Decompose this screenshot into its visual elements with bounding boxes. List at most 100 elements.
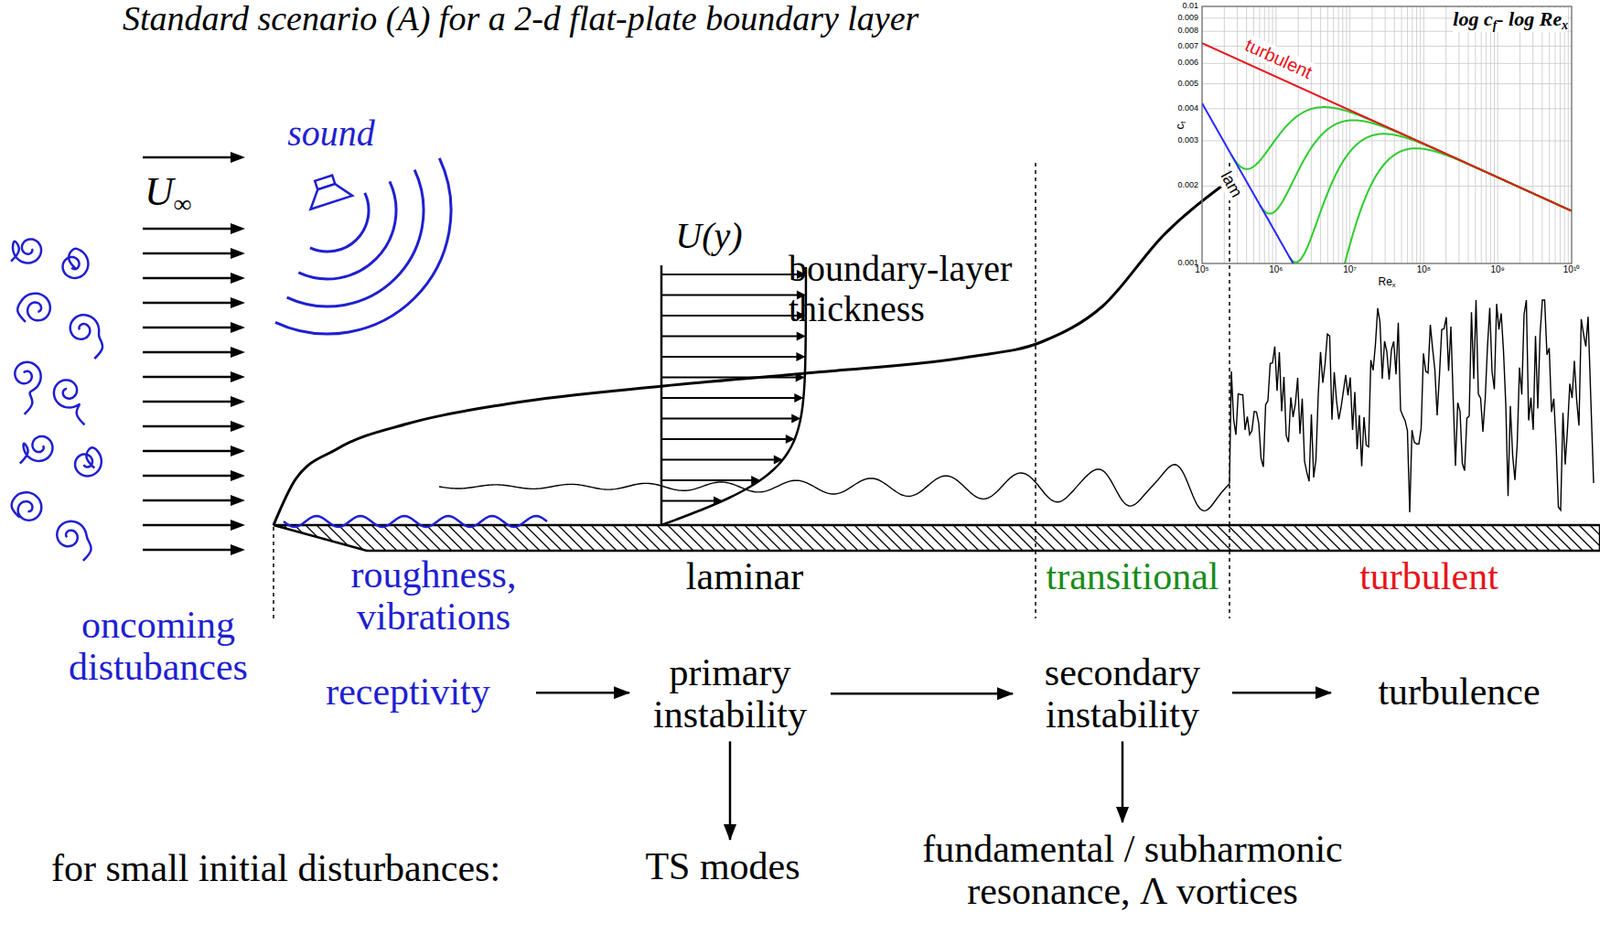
speaker-cone (305, 180, 353, 210)
profile-arrowhead (773, 455, 784, 465)
chart-grid (1202, 6, 1572, 264)
disturbance-swirl (20, 436, 54, 464)
grid-line (1445, 6, 1447, 264)
axis-title: x (1392, 280, 1396, 290)
grid-line (1349, 6, 1351, 264)
profile-label: U(y) (675, 214, 742, 257)
flow-arrowhead (230, 519, 246, 531)
grid-line (1497, 6, 1499, 264)
stage-label: primary instability (638, 651, 822, 736)
flow-arrow (142, 499, 233, 503)
grid-line (1519, 6, 1521, 264)
stage-label: receptivity (289, 670, 527, 713)
tick-label: 10⁸ (1417, 264, 1431, 275)
grid-line (1236, 6, 1238, 264)
flow-arrowhead (230, 420, 246, 432)
tick-label: 0.006 (1177, 58, 1199, 68)
grid-line (1474, 6, 1476, 264)
grid-line (1419, 6, 1421, 264)
profile-label: U(y) (675, 215, 742, 257)
roughness-label: roughness, vibrations (323, 553, 544, 638)
profile-arrowhead (785, 434, 795, 444)
tick-label: 0.005 (1177, 79, 1199, 89)
disturbance-swirl (53, 379, 86, 425)
profile-arrow (661, 418, 794, 420)
flow-arrowhead (230, 346, 246, 358)
tick-label: 10¹⁰ (1563, 264, 1580, 275)
stage-text: secondary instability (1021, 651, 1224, 736)
tick-label: 0.006 (1177, 57, 1199, 67)
profile-arrow (661, 314, 799, 317)
thickness-label: boundary-layer thickness (788, 247, 1012, 330)
grid-line (1541, 6, 1543, 264)
stage-text: fundamental / subharmonic resonance, Λ v… (903, 827, 1362, 913)
roughness-label: roughness, vibrations (351, 553, 517, 638)
disturbance-label: oncoming distubances (43, 603, 273, 688)
profile-arrowhead (751, 475, 761, 485)
grid-line (1202, 83, 1572, 85)
flow-arrow (1232, 691, 1332, 695)
boundary-layer-edge (273, 180, 1230, 526)
sound-waves (275, 158, 452, 334)
profile-arrow (661, 273, 799, 276)
flow-arrowhead (230, 322, 246, 333)
tick-label: 0.007 (1177, 41, 1199, 51)
grid-line (1559, 6, 1561, 264)
flow-arrowhead (230, 151, 246, 163)
grid-line (1567, 6, 1569, 264)
tick-label: 10⁶ (1268, 264, 1283, 275)
profile-arrowhead (795, 352, 806, 362)
profile-arrowhead (796, 332, 806, 342)
grid-line (1202, 107, 1572, 109)
grid-line (1202, 63, 1572, 65)
disturbance-swirls (10, 238, 103, 560)
flow-arrow (142, 156, 233, 160)
tick-label: 10¹⁰ (1563, 264, 1580, 275)
stage-text: receptivity (289, 670, 527, 713)
flow-arrow (142, 524, 233, 527)
flow-arrow (142, 474, 233, 478)
flow-arrow (142, 548, 233, 552)
grid-line (1555, 6, 1557, 264)
flow-arrow (142, 301, 233, 305)
grid-line (1458, 6, 1460, 264)
profile-arrow (661, 355, 798, 358)
transition-curve (1231, 107, 1572, 211)
tick-label: 10⁵ (1194, 264, 1209, 275)
disturbance-swirl (11, 492, 43, 521)
axis-title: Rex (1377, 276, 1396, 290)
profile-arrow (661, 397, 796, 399)
disturbance-label: oncoming distubances (68, 603, 248, 688)
disturbance-swirl (70, 314, 103, 359)
flow-arrow (536, 691, 630, 695)
profile-arrow (661, 376, 798, 379)
flow-arrowhead (230, 470, 246, 482)
disturbance-swirl (75, 447, 102, 476)
flow-arrow (142, 400, 233, 404)
chart-frame (1202, 6, 1572, 264)
tick-label: 10⁸ (1417, 264, 1431, 275)
disturbance-swirl (14, 362, 41, 415)
flow-arrow (142, 450, 233, 453)
grid-line (1411, 6, 1413, 264)
velocity-profile (661, 267, 806, 526)
tick-label: 0.01 (1181, 1, 1199, 11)
chart-title: log cf- log Rex (1452, 8, 1568, 33)
flow-arrow (142, 277, 233, 280)
speaker-symbol (302, 171, 353, 209)
tick-label: 0.009 (1177, 13, 1199, 23)
grid-line (1406, 6, 1408, 264)
disturbance-wave (439, 464, 1230, 512)
grid-line (1298, 6, 1300, 264)
stage-label: secondary instability (1021, 651, 1224, 736)
profile-arrow (661, 459, 776, 462)
note-label: for small initial disturbances: (51, 847, 501, 890)
flow-arrowhead (230, 272, 246, 284)
chart-title: log c (1452, 7, 1493, 31)
tick-label: 10⁶ (1268, 264, 1283, 275)
tick-label: 10⁹ (1490, 264, 1504, 275)
profile-arrow (661, 438, 788, 441)
axis-title: Re (1377, 275, 1392, 289)
